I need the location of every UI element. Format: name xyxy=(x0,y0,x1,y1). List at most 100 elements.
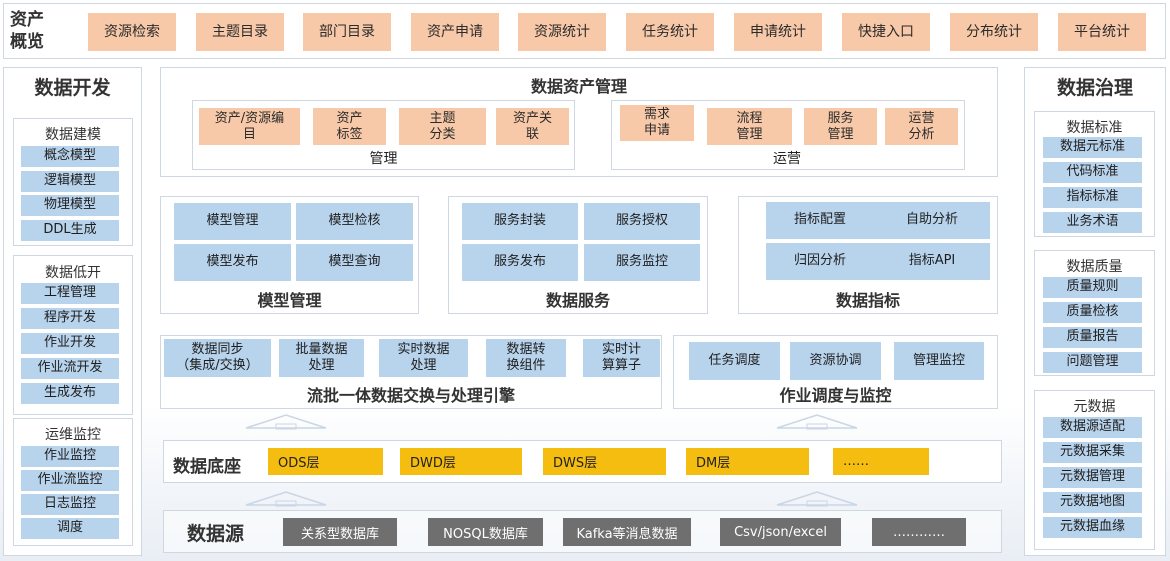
engine-item-2[interactable]: 实时数据 处理 xyxy=(379,339,468,377)
lowcode-item-4[interactable]: 生成发布 xyxy=(21,383,119,404)
meta-item-1[interactable]: 元数据采集 xyxy=(1043,442,1142,463)
modeling-item-2[interactable]: 物理模型 xyxy=(21,195,119,216)
ops-item-2[interactable]: 日志监控 xyxy=(21,494,119,515)
top-item-7[interactable]: 快捷入口 xyxy=(842,13,930,51)
modeling-item-1[interactable]: 逻辑模型 xyxy=(21,171,119,192)
source-item-4[interactable]: ………… xyxy=(872,518,966,546)
metric-item-2[interactable]: 归因分析 xyxy=(766,243,874,280)
metric-item-1[interactable]: 自助分析 xyxy=(874,202,990,239)
model-item-2[interactable]: 模型发布 xyxy=(174,244,291,281)
quality-item-2[interactable]: 质量报告 xyxy=(1043,327,1142,348)
base-item-4[interactable]: …… xyxy=(833,448,929,475)
ops-group: 运维监控 作业监控 作业流监控 日志监控 调度 xyxy=(13,418,133,546)
engine-item-0[interactable]: 数据同步 （集成/交换） xyxy=(164,339,271,377)
ops-item-0[interactable]: 作业监控 xyxy=(21,446,119,467)
ops-item-3[interactable]: 调度 xyxy=(21,518,119,539)
oper-group: 需求 申请 流程 管理 服务 管理 运营 分析 运营 xyxy=(611,100,965,170)
data-dev-title: 数据开发 xyxy=(34,77,111,99)
oper-item-1[interactable]: 流程 管理 xyxy=(707,108,792,145)
mgmt-item-3[interactable]: 资产关 联 xyxy=(496,108,569,145)
lowcode-group: 数据低开 工程管理 程序开发 作业开发 作业流开发 生成发布 xyxy=(13,255,133,415)
schedule-panel: 任务调度 资源协调 管理监控 作业调度与监控 xyxy=(673,335,998,409)
engine-item-1[interactable]: 批量数据 处理 xyxy=(279,339,364,377)
mgmt-item-1[interactable]: 资产 标签 xyxy=(313,108,386,145)
data-gov-panel: 数据治理 数据标准 数据元标准 代码标准 指标标准 业务术语 数据质量 质量规则… xyxy=(1024,67,1166,556)
source-item-0[interactable]: 关系型数据库 xyxy=(283,518,397,546)
oper-item-2[interactable]: 服务 管理 xyxy=(804,108,877,145)
source-item-1[interactable]: NOSQL数据库 xyxy=(428,518,543,546)
schedule-title: 作业调度与监控 xyxy=(779,386,892,405)
oper-item-3[interactable]: 运营 分析 xyxy=(885,108,958,145)
schedule-item-0[interactable]: 任务调度 xyxy=(689,342,780,380)
engine-item-3[interactable]: 数据转 换组件 xyxy=(486,339,566,377)
base-title: 数据底座 xyxy=(173,457,241,477)
lowcode-item-2[interactable]: 作业开发 xyxy=(21,333,119,354)
meta-item-2[interactable]: 元数据管理 xyxy=(1043,467,1142,488)
source-panel: 数据源 关系型数据库 NOSQL数据库 Kafka等消息数据 Csv/json/… xyxy=(163,510,1002,553)
quality-item-3[interactable]: 问题管理 xyxy=(1043,352,1142,373)
mgmt-item-0[interactable]: 资产/资源编 目 xyxy=(199,108,300,145)
meta-group: 元数据 数据源适配 元数据采集 元数据管理 元数据地图 元数据血缘 xyxy=(1034,390,1155,550)
quality-item-1[interactable]: 质量检核 xyxy=(1043,302,1142,323)
top-item-6[interactable]: 申请统计 xyxy=(734,13,822,51)
top-item-1[interactable]: 主题目录 xyxy=(196,13,284,51)
meta-title: 元数据 xyxy=(1073,399,1116,415)
arrow-up-icon xyxy=(245,414,327,430)
ops-item-1[interactable]: 作业流监控 xyxy=(21,470,119,491)
metric-item-3[interactable]: 指标API xyxy=(874,243,990,280)
modeling-title: 数据建模 xyxy=(45,127,101,143)
service-item-1[interactable]: 服务授权 xyxy=(584,203,700,240)
model-item-0[interactable]: 模型管理 xyxy=(174,203,291,240)
lowcode-item-1[interactable]: 程序开发 xyxy=(21,308,119,329)
service-item-3[interactable]: 服务监控 xyxy=(584,244,700,281)
lowcode-title: 数据低开 xyxy=(45,265,101,281)
mgmt-label: 管理 xyxy=(369,151,398,167)
schedule-item-1[interactable]: 资源协调 xyxy=(790,342,881,380)
base-item-0[interactable]: ODS层 xyxy=(268,448,383,475)
lowcode-item-0[interactable]: 工程管理 xyxy=(21,283,119,304)
engine-item-4[interactable]: 实时计 算算子 xyxy=(583,339,660,377)
oper-label: 运营 xyxy=(773,151,801,167)
top-item-0[interactable]: 资源检索 xyxy=(88,13,176,51)
meta-item-3[interactable]: 元数据地图 xyxy=(1043,492,1142,513)
source-title: 数据源 xyxy=(187,523,245,545)
quality-item-0[interactable]: 质量规则 xyxy=(1043,277,1142,298)
base-item-2[interactable]: DWS层 xyxy=(543,448,666,475)
lowcode-item-3[interactable]: 作业流开发 xyxy=(21,358,119,379)
modeling-item-3[interactable]: DDL生成 xyxy=(21,220,119,241)
model-item-1[interactable]: 模型检核 xyxy=(296,203,413,240)
asset-mgmt-title: 数据资产管理 xyxy=(530,77,627,96)
standard-item-1[interactable]: 代码标准 xyxy=(1043,162,1142,183)
metric-item-0[interactable]: 指标配置 xyxy=(766,202,874,239)
ops-title: 运维监控 xyxy=(45,427,101,443)
top-item-9[interactable]: 平台统计 xyxy=(1058,13,1146,51)
top-item-5[interactable]: 任务统计 xyxy=(626,13,714,51)
metric-title: 数据指标 xyxy=(835,291,900,310)
asset-mgmt-panel: 数据资产管理 资产/资源编 目 资产 标签 主题 分类 资产关 联 管理 需求 … xyxy=(160,67,998,177)
service-item-2[interactable]: 服务发布 xyxy=(462,244,578,281)
asset-overview-title: 资产 概览 xyxy=(10,10,44,52)
standard-item-0[interactable]: 数据元标准 xyxy=(1043,137,1142,158)
mgmt-item-2[interactable]: 主题 分类 xyxy=(399,108,486,145)
top-item-2[interactable]: 部门目录 xyxy=(303,13,391,51)
standard-item-2[interactable]: 指标标准 xyxy=(1043,187,1142,208)
source-item-3[interactable]: Csv/json/excel xyxy=(720,518,841,546)
model-panel: 模型管理 模型检核 模型发布 模型查询 模型管理 xyxy=(160,196,419,314)
base-item-1[interactable]: DWD层 xyxy=(400,448,522,475)
base-item-3[interactable]: DM层 xyxy=(686,448,809,475)
oper-item-0[interactable]: 需求 申请 xyxy=(620,105,694,141)
top-item-4[interactable]: 资源统计 xyxy=(518,13,606,51)
top-item-3[interactable]: 资产申请 xyxy=(411,13,499,51)
data-gov-title: 数据治理 xyxy=(1056,77,1133,99)
schedule-item-2[interactable]: 管理监控 xyxy=(894,342,984,380)
meta-item-0[interactable]: 数据源适配 xyxy=(1043,417,1142,438)
model-item-3[interactable]: 模型查询 xyxy=(296,244,413,281)
standard-item-3[interactable]: 业务术语 xyxy=(1043,212,1142,233)
service-item-0[interactable]: 服务封装 xyxy=(462,203,578,240)
meta-item-4[interactable]: 元数据血缘 xyxy=(1043,517,1142,538)
top-item-8[interactable]: 分布统计 xyxy=(950,13,1038,51)
source-item-2[interactable]: Kafka等消息数据 xyxy=(563,518,691,546)
modeling-item-0[interactable]: 概念模型 xyxy=(21,146,119,167)
modeling-group: 数据建模 概念模型 逻辑模型 物理模型 DDL生成 xyxy=(13,118,133,246)
metric-panel: 指标配置 自助分析 归因分析 指标API 数据指标 xyxy=(738,196,998,314)
